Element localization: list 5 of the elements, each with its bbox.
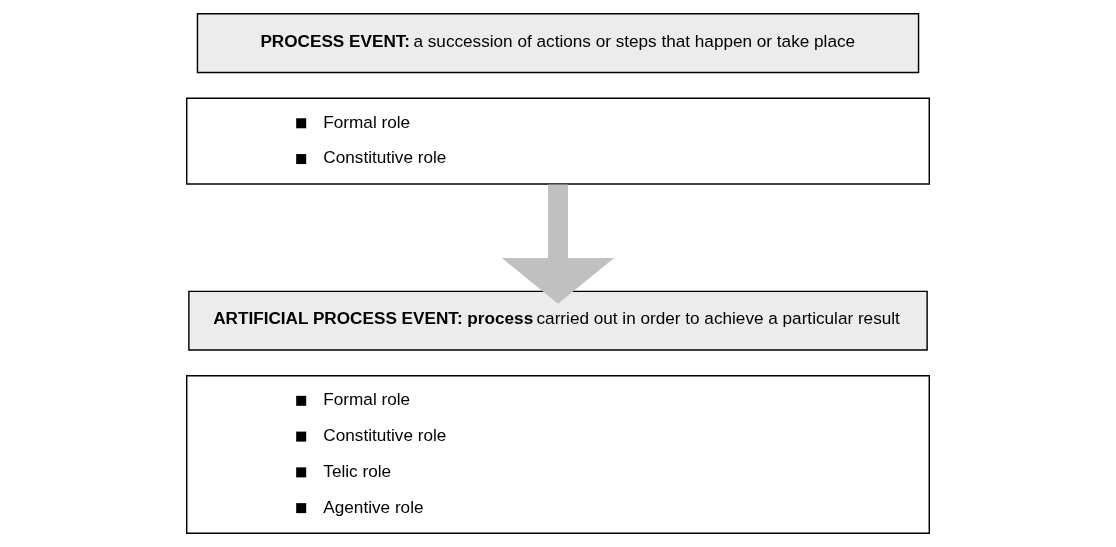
arrow: [501, 184, 615, 304]
node-box: Formal role Constitutive role Telic role Agentive role: [186, 375, 930, 534]
node-box: PROCESS EVENT: a succession of actions or steps that happen or take place: [196, 13, 920, 74]
node-box: ARTIFICIAL PROCESS EVENT: process carried out in order to achieve a particular result: [188, 290, 928, 351]
node-box: Formal role Constitutive role: [186, 97, 930, 185]
